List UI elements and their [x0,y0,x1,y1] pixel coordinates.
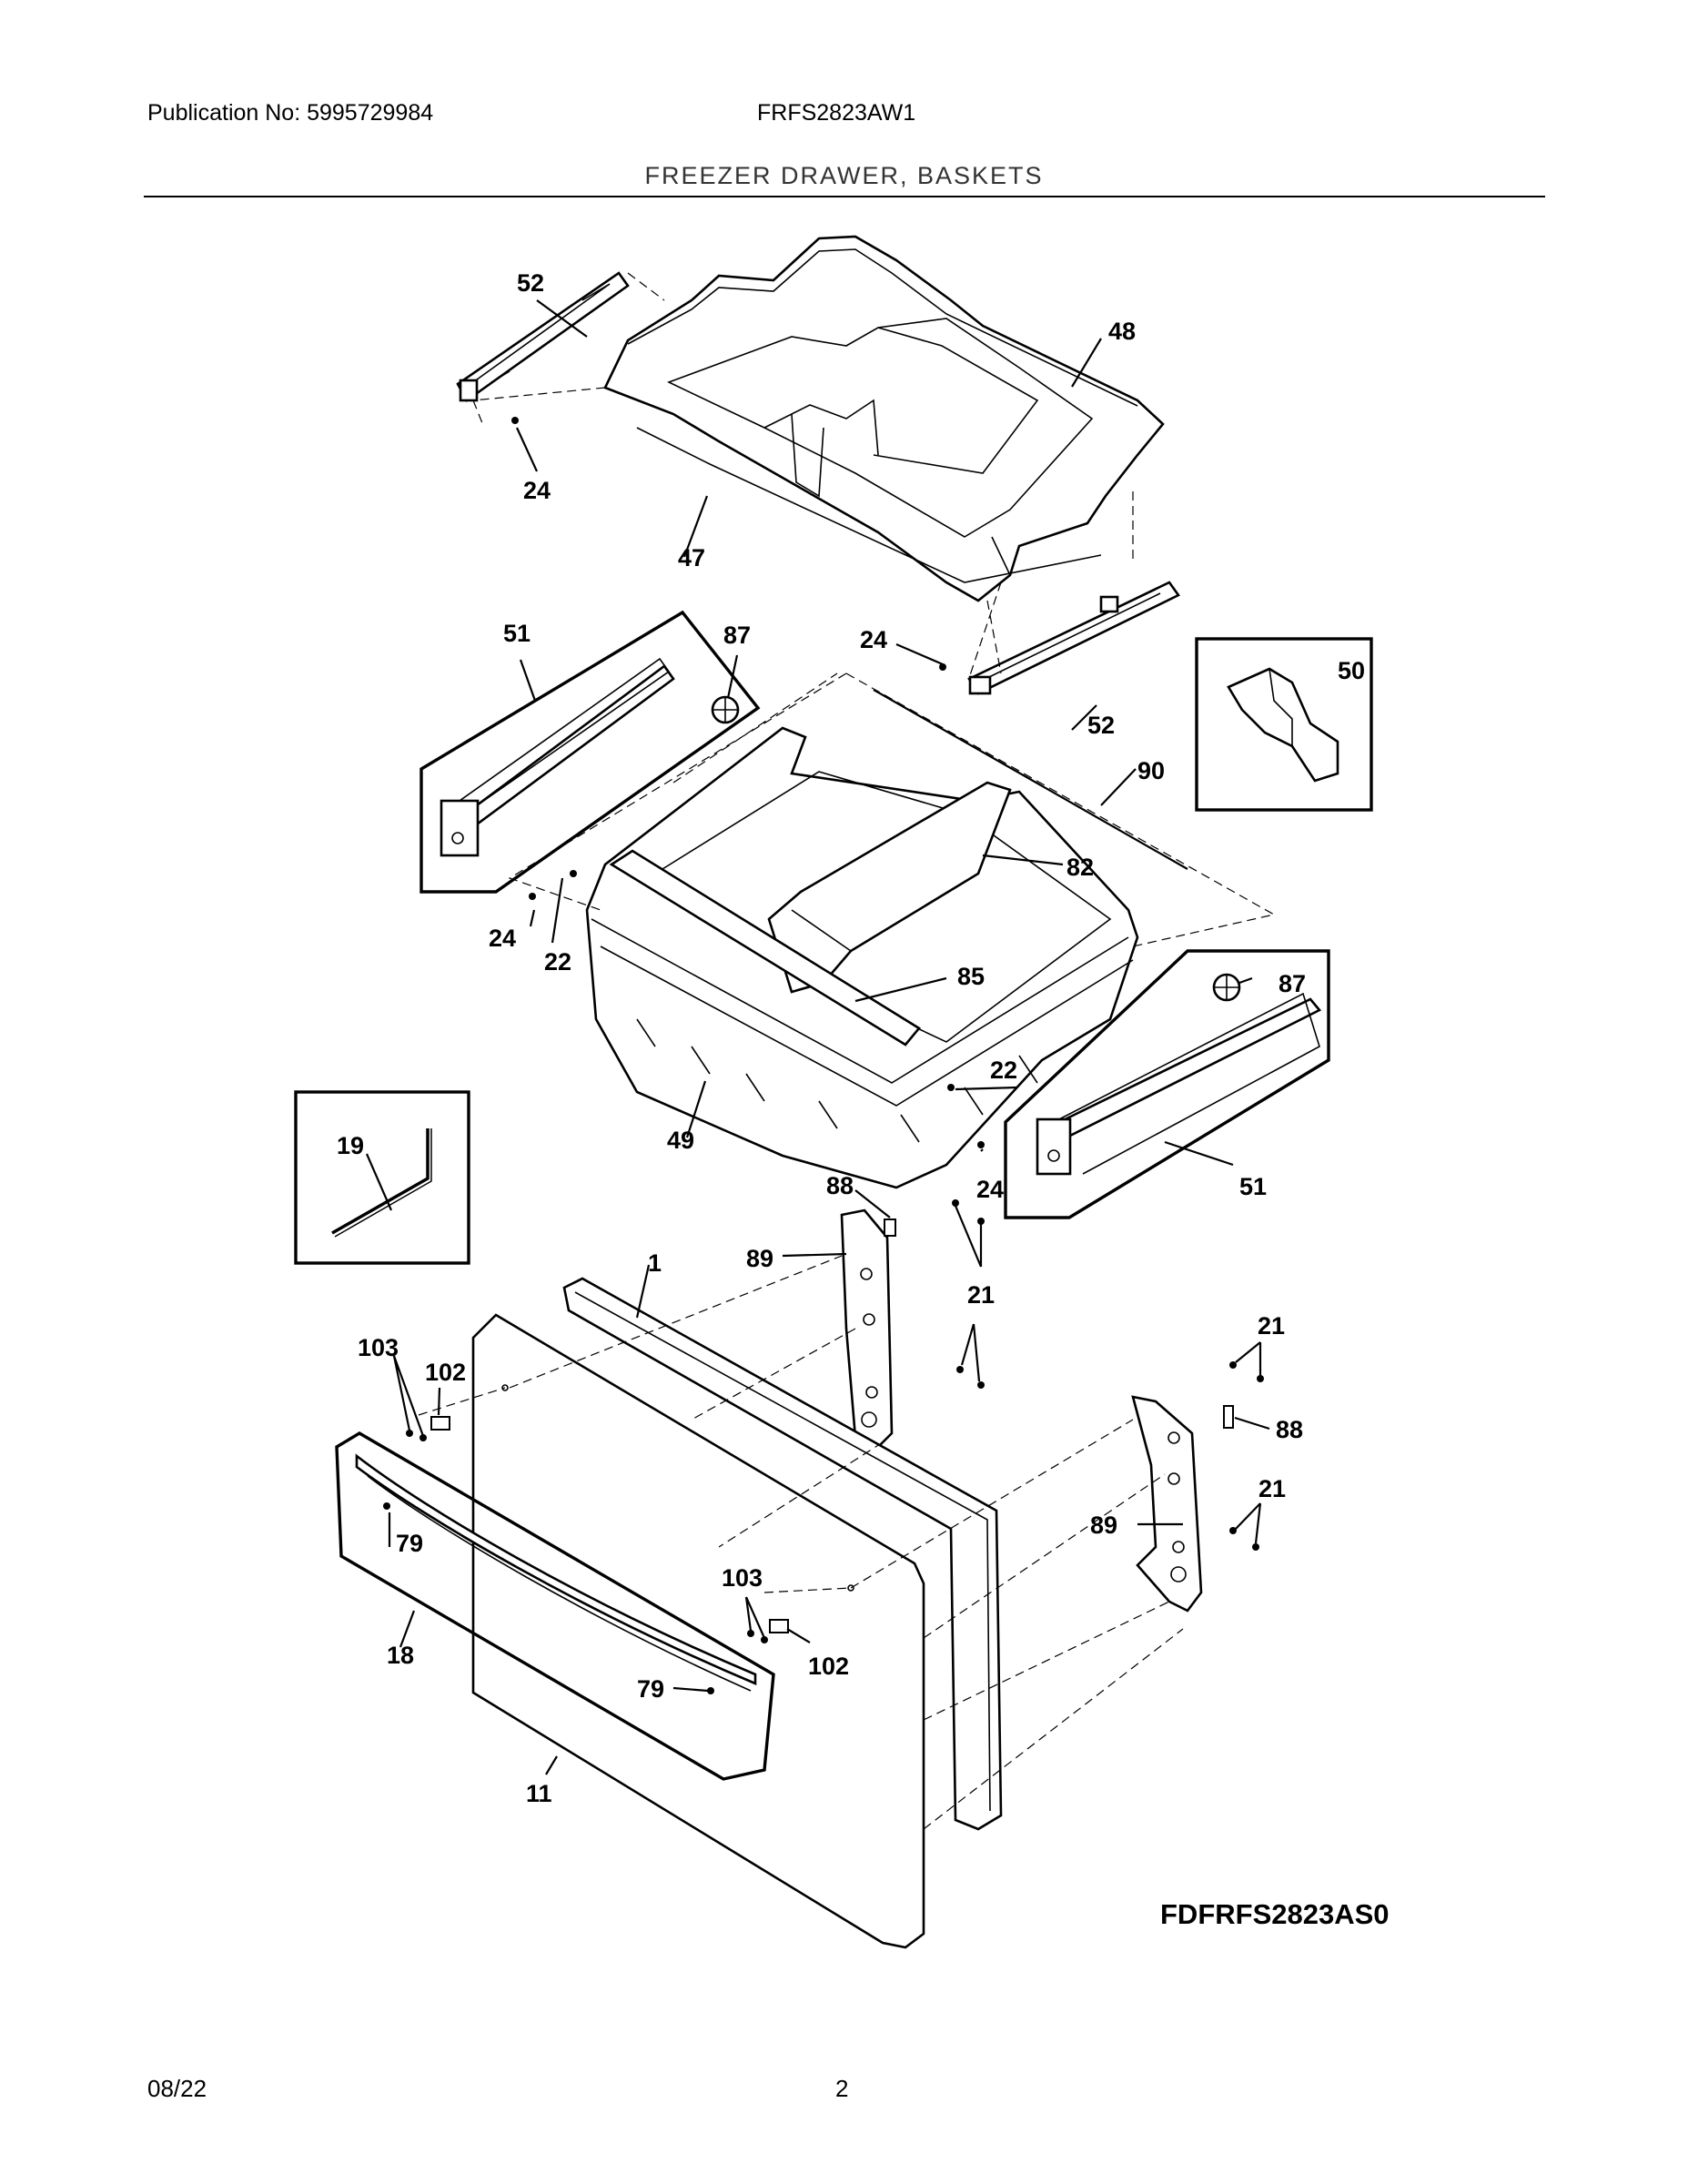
hex-wrench-inset-box [294,1090,470,1265]
divider-rod-part [873,689,1188,870]
upper-slide-right-part [967,581,1180,695]
screws-and-small-fasteners [383,417,1264,1694]
callout-21: 21 [1258,1312,1285,1340]
callout-51: 51 [503,620,531,647]
callout-79: 79 [396,1530,423,1557]
callout-102: 102 [425,1359,466,1386]
bottom-dashed-guides [418,1255,1184,1830]
callout-21: 21 [967,1281,995,1309]
callout-1: 1 [648,1249,662,1277]
publication-number: Publication No: 5995729984 [147,100,434,126]
callout-24: 24 [523,477,551,504]
upper-basket-part [603,235,1165,602]
callout-52: 52 [517,269,544,297]
callout-19: 19 [337,1132,364,1159]
callout-87: 87 [723,622,751,649]
callout-89: 89 [1090,1512,1117,1539]
hinge-bracket-left-part [840,1208,894,1453]
callout-21: 21 [1258,1475,1286,1502]
leader-lines [365,299,1270,1775]
icemaker-part-inset-box [1195,637,1373,812]
callout-88: 88 [826,1172,854,1199]
callout-79: 79 [637,1675,664,1703]
callout-90: 90 [1137,757,1165,784]
callout-47: 47 [678,544,705,571]
callout-85: 85 [957,963,985,990]
lower-basket-part [585,726,1139,1189]
callout-49: 49 [667,1127,694,1154]
title-rule [144,196,1545,197]
callout-88: 88 [1276,1416,1303,1443]
callout-82: 82 [1066,854,1094,881]
callout-22: 22 [990,1057,1017,1084]
hinge-bracket-right-part [1131,1395,1203,1613]
callout-50: 50 [1338,657,1365,684]
middle-dashed-guides [508,672,1276,947]
footer-date: 08/22 [147,2075,207,2102]
callout-24: 24 [860,626,887,653]
callout-24: 24 [489,925,516,952]
left-slide-inset-box [419,610,761,894]
handle-inset-box [335,1431,775,1781]
callout-51: 51 [1239,1173,1267,1200]
door-gasket-part [562,1277,1003,1831]
section-title: FREEZER DRAWER, BASKETS [644,162,1044,189]
callout-103: 103 [358,1334,399,1361]
right-slide-inset-box [1004,949,1330,1219]
callout-103: 103 [722,1564,763,1592]
callout-52: 52 [1087,712,1115,739]
callout-labels: 52 48 24 47 51 87 24 52 50 90 82 24 22 8… [337,269,1365,1807]
upper-slide-left-part [456,271,630,402]
model-number: FRFS2823AW1 [757,100,916,126]
callout-11: 11 [526,1780,552,1807]
callout-87: 87 [1279,970,1306,997]
page-number: 2 [835,2075,849,2102]
diagram-code: FDFRFS2823AS0 [1160,1898,1390,1930]
callout-48: 48 [1108,318,1136,345]
callout-24: 24 [976,1176,1004,1203]
callout-22: 22 [544,948,571,976]
top-dashed-guides [472,272,1134,679]
callout-102: 102 [808,1653,849,1680]
callout-89: 89 [746,1245,773,1272]
callout-18: 18 [387,1642,414,1669]
